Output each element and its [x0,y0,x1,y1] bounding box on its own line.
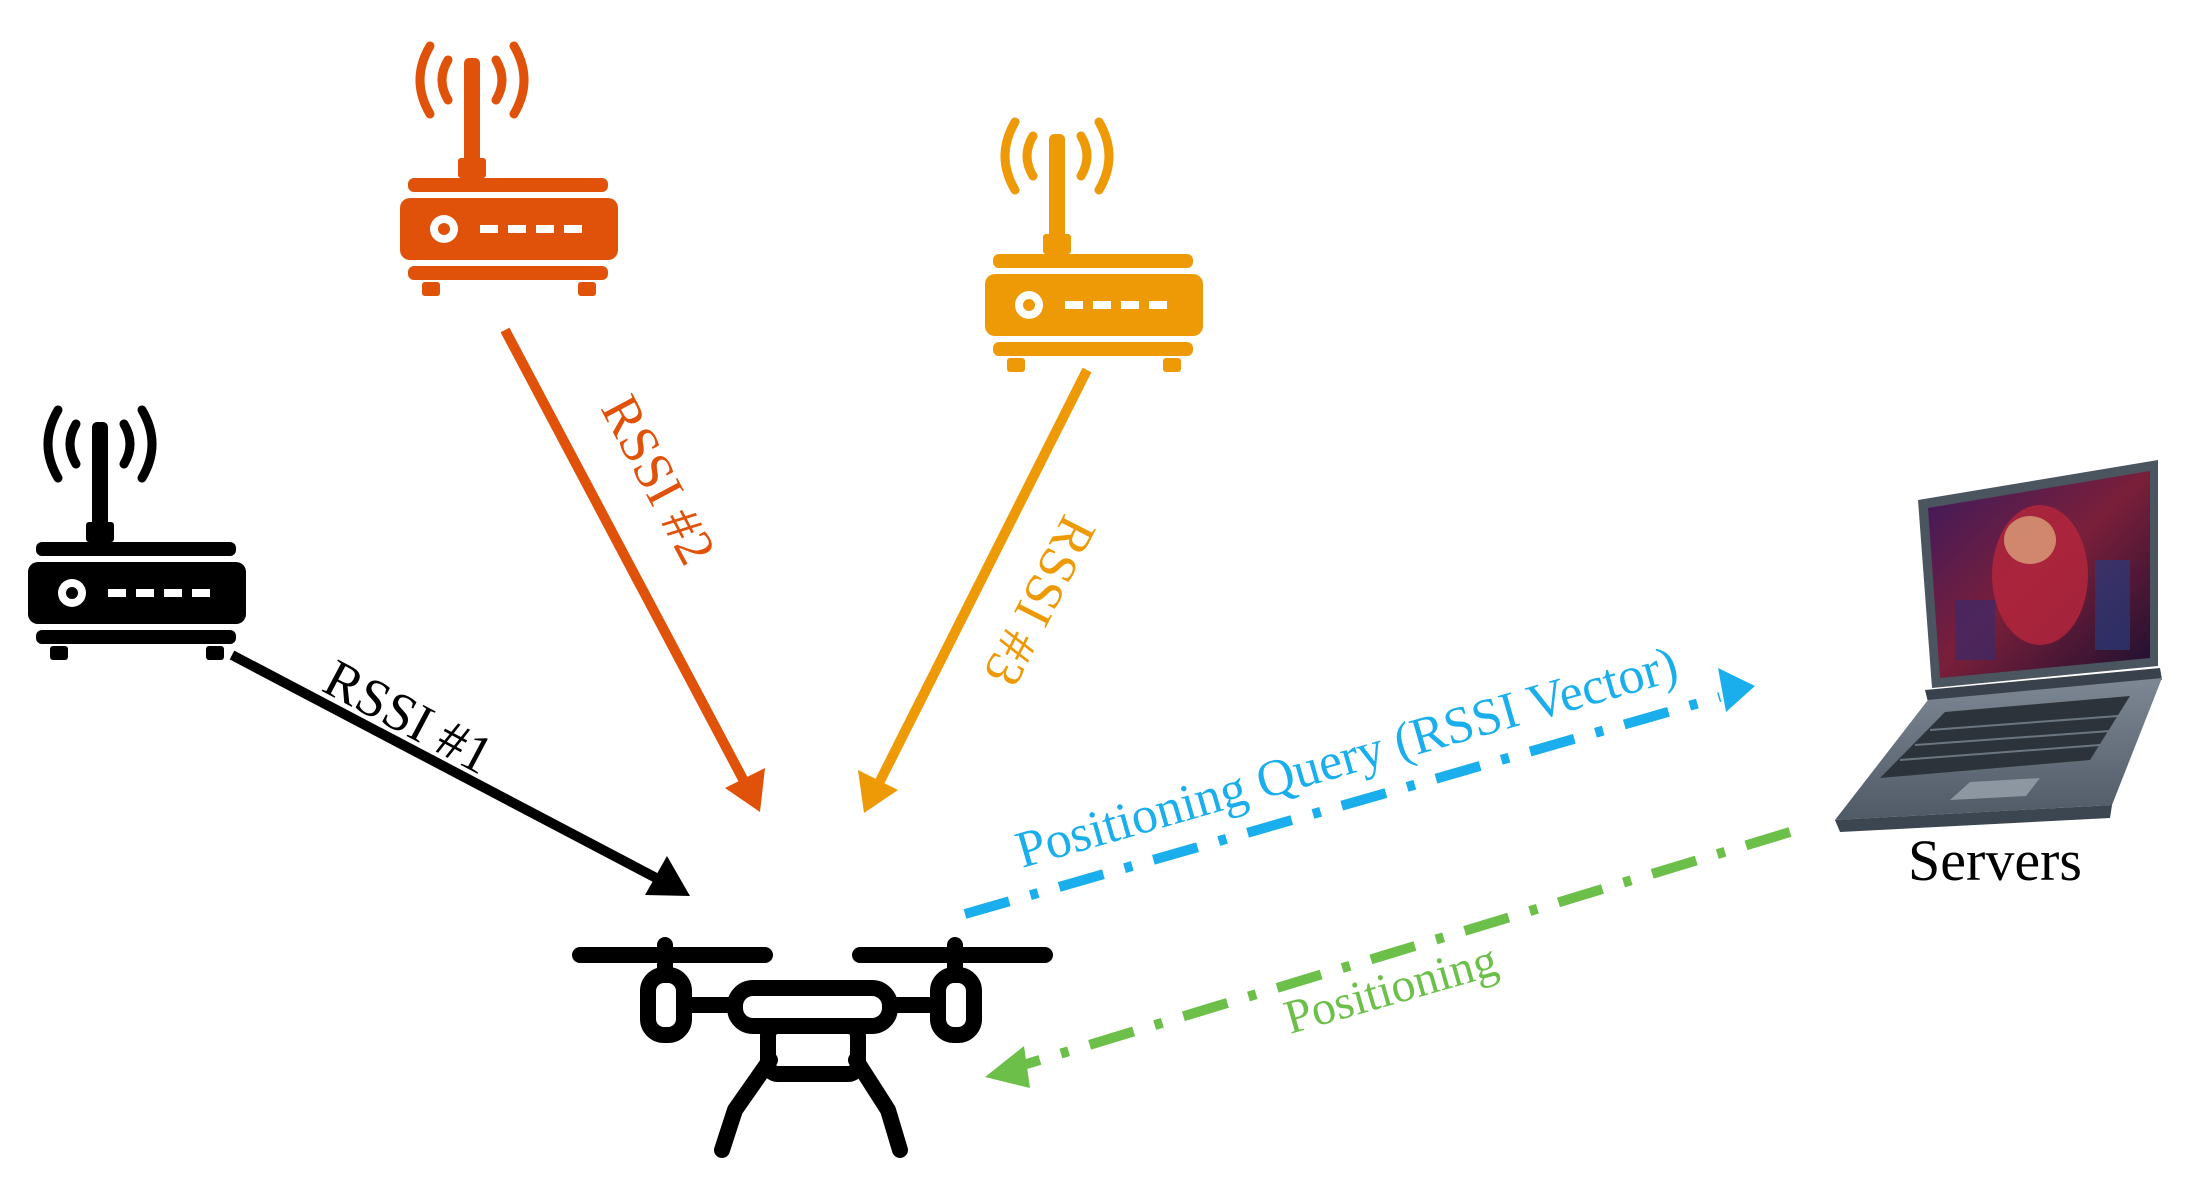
rssi-arrow-3 [858,367,1092,813]
query-label: Positioning Query (RSSI Vector) [1010,636,1684,880]
rssi-label-3: RSSI #3 [972,507,1108,696]
wifi-router-icon [985,117,1203,372]
wifi-router-icon [400,41,618,296]
wifi-router-icon [28,405,246,660]
query-arrow [963,668,1755,919]
positioning-arrow [985,827,1792,1088]
server-label: Servers [1908,828,2082,893]
drone-icon [572,937,1053,1158]
router-3 [985,117,1203,372]
router-1 [28,405,246,660]
router-2 [400,41,618,296]
laptop-icon [1835,460,2162,832]
rssi-arrow-1 [229,650,690,896]
rssi-label-2: RSSI #2 [589,385,727,573]
rssi-arrow-2 [500,327,765,812]
